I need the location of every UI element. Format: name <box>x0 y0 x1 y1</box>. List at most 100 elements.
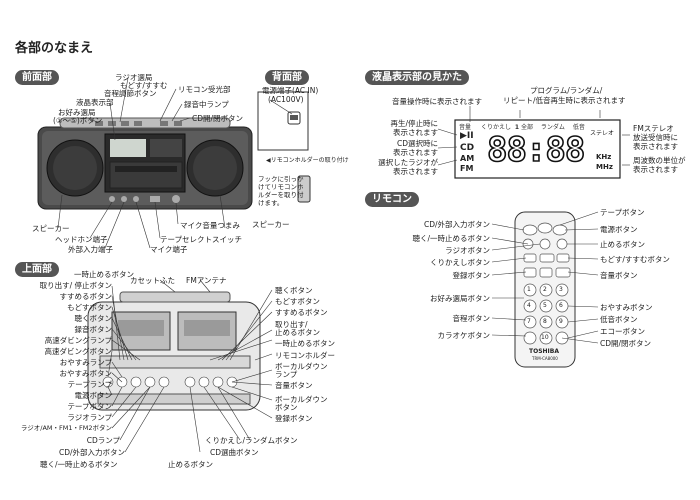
top-label-5: 高速ダビングランプ <box>44 336 112 345</box>
label-radio-select: ラジオ選局 <box>115 73 153 82</box>
section-top: 上面部 <box>15 262 59 277</box>
lcd-stereo-indicator: ステレオ <box>590 130 615 137</box>
label-mic-volume: マイク音量つまみ <box>180 221 240 230</box>
top-label-8: おやすみボタン <box>59 369 113 378</box>
lcd-am-indicator: AM <box>460 154 475 163</box>
top-right-label-4: 止めるボタン <box>275 328 320 337</box>
remote-label-tape: テープボタン <box>600 208 645 217</box>
top-right-label-1: もどすボタン <box>275 297 320 306</box>
top-label-6: 高速ダビングボタン <box>44 347 113 356</box>
top-label-3: 聴くボタン <box>74 314 113 323</box>
top-label-2: もどすボタン <box>67 303 112 312</box>
remote-label-bass: 低音ボタン <box>600 315 638 324</box>
top-right-label-3: 取り出す/ <box>275 320 308 329</box>
label-speaker-left: スピーカー <box>32 224 70 233</box>
page-title: 各部のなまえ <box>15 41 94 56</box>
remote-label-volume: 音量ボタン <box>600 271 638 280</box>
remote-label-sleep: おやすみボタン <box>600 303 653 312</box>
section-lcd: 液晶表示部の見かた <box>365 70 469 85</box>
remote-label-skip: もどす/すすむボタン <box>600 255 670 264</box>
lcd-label-cd-1: CD選択時に <box>396 139 438 148</box>
label-fav-select: お好み選局 <box>58 108 96 117</box>
label-volume-knob: 音程調節ボタン <box>104 89 157 98</box>
top-right-label-11: ボタン <box>275 403 298 412</box>
top-right-label-7: ボーカルダウン <box>275 362 328 371</box>
remote-num-10: 10 <box>541 334 549 341</box>
remote-label-karaoke: カラオケボタン <box>437 331 491 340</box>
lcd-fm-indicator: FM <box>460 164 474 173</box>
lcd-label-volume: 音量操作時に表示されます <box>392 97 482 106</box>
lcd-label-freq-1: 周波数の単位が <box>633 156 686 165</box>
remote-label-cd-input: CD/外部入力ボタン <box>423 220 490 229</box>
remote-label-echo: エコーボタン <box>600 327 645 336</box>
top-right-label-6: リモコンホルダー <box>275 351 335 360</box>
remote-num-5: 5 <box>543 302 547 309</box>
top-label-12: ラジオランプ <box>67 413 112 422</box>
lcd-label-stereo-1: FMステレオ <box>633 124 674 133</box>
remote-label-pitch: 音程ボタン <box>452 314 491 323</box>
label-headphone: ヘッドホン端子 <box>55 235 108 244</box>
section-remote: リモコン <box>365 192 419 207</box>
remote-num-1: 1 <box>527 286 531 293</box>
remote-num-6: 6 <box>559 302 563 309</box>
section-back: 背面部 <box>265 70 309 85</box>
remote-num-3: 3 <box>559 286 563 293</box>
top-right-label-5: 一時止めるボタン <box>275 339 335 348</box>
lcd-play-indicator: ▶II <box>460 131 474 141</box>
top-label-13: ラジオ/AM・FM1・FM2ボタン <box>20 424 112 432</box>
label-ext-input: 外部入力端子 <box>68 245 113 254</box>
label-cd-open: CD開/閉ボタン <box>192 114 244 123</box>
label-remote-receiver: リモコン受光部 <box>178 85 231 94</box>
remote-label-cd-open: CD開/閉ボタン <box>600 339 652 348</box>
lcd-cd-indicator: CD <box>460 143 475 153</box>
remote-label-play-pause: 聴く/一時止めるボタン <box>412 234 490 243</box>
label-tape-select: テープセレクトスイッチ <box>160 235 243 244</box>
remote-num-7: 7 <box>527 318 531 325</box>
lcd-icon-all: 全部 <box>520 124 533 131</box>
lcd-label-program: プログラム/ランダム/ <box>530 86 603 95</box>
label-fav-range: (①～⑤)ボタン <box>53 116 103 125</box>
top-label-11: テープボタン <box>67 402 112 411</box>
top-label-1: すすめるボタン <box>59 292 113 301</box>
lcd-icon-volume: 音量 <box>459 124 472 131</box>
label-rec-lamp: 録音中ランプ <box>184 100 229 109</box>
label-hook-note-1: フックに引っか <box>258 175 304 183</box>
top-label-pause: 一時止めるボタン <box>74 270 134 279</box>
top-right-label-12: 登録ボタン <box>275 414 313 423</box>
top-right-label-0: 聴くボタン <box>275 286 313 295</box>
top-label-10: 電源ボタン <box>74 391 113 400</box>
front-boombox-illustration <box>37 117 253 210</box>
top-label-stop: 止めるボタン <box>168 460 213 469</box>
label-hook-note-3: ルダーを取り付 <box>258 191 304 199</box>
label-hook-note-4: けます。 <box>258 199 284 207</box>
remote-num-8: 8 <box>543 318 547 325</box>
lcd-icon-repeat: くりかえし <box>480 124 511 131</box>
top-label-14: CDランプ <box>86 436 120 445</box>
lcd-label-radio-1: 選択したラジオが <box>378 158 438 167</box>
top-label-16: 聴く/一時止めるボタン <box>40 460 118 469</box>
lcd-icon-one: 1 <box>514 124 520 131</box>
back-panel-illustration <box>257 91 311 203</box>
top-label-9: テープランプ <box>67 380 112 389</box>
remote-label-radio: ラジオボタン <box>445 246 490 255</box>
remote-num-9: 9 <box>559 318 563 325</box>
section-front: 前面部 <box>15 70 59 85</box>
top-label-15: CD/外部入力ボタン <box>58 448 125 457</box>
remote-label-favorite: お好み選局ボタン <box>430 294 490 303</box>
lcd-icon-random: ランダム <box>540 124 565 131</box>
lcd-label-stereo-2: 放送受信時に <box>633 133 678 142</box>
remote-label-power: 電源ボタン <box>600 225 638 234</box>
lcd-label-cd-2: 表示されます <box>393 148 438 157</box>
top-label-0: 取り出す/ 停止ボタン <box>39 281 112 290</box>
remote-illustration <box>514 211 576 368</box>
top-label-7: おやすみランプ <box>59 358 112 367</box>
lcd-label-repeat: リピート/低音再生時に表示されます <box>503 96 626 105</box>
lcd-icon-row: 音量 くりかえし 1 全部 ランダム 低音 <box>459 122 585 131</box>
top-label-fm-antenna: FMアンテナ <box>186 276 227 285</box>
top-label-repeat: くりかえし/ランダムボタン <box>205 436 298 445</box>
top-label-cd-select: CD選曲ボタン <box>210 448 259 457</box>
label-power-voltage: (AC100V) <box>268 95 304 104</box>
top-right-label-8: ランプ <box>275 370 298 379</box>
remote-label-repeat: くりかえしボタン <box>430 258 490 267</box>
